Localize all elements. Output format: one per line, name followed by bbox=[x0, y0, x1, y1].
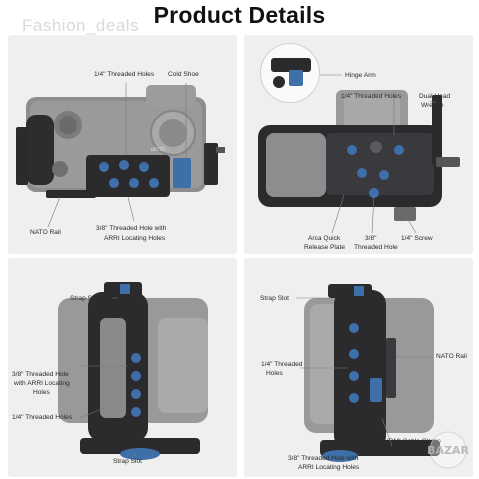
label-arca-line2: Release Plate bbox=[304, 244, 346, 251]
label-arri-hole-line2: ARRI Locating Holes bbox=[104, 235, 166, 242]
label-hdmi-clamp: HDMI Cable Clamp bbox=[384, 438, 441, 445]
hinge-arm-illustration bbox=[271, 58, 311, 88]
label-arca-line1: Arca Quick bbox=[308, 235, 341, 242]
watermark-text: Fashion_deals bbox=[22, 16, 140, 35]
camera-bottom-illustration bbox=[258, 74, 460, 234]
label-nato-rail: NATO Rail bbox=[30, 229, 61, 236]
label-nato-rail: NATO Rail bbox=[436, 353, 467, 360]
label-arri-line2: with ARRI Locating bbox=[14, 380, 70, 387]
camera-right-side-illustration bbox=[296, 284, 440, 462]
panel-left-side-view: Strap Slot 3/8" Threaded Hole with ARRI … bbox=[8, 258, 237, 477]
panel-right-side-view: Strap Slot 1/4" Threaded Holes NATO Rail… bbox=[244, 258, 473, 477]
label-quarter-screw: 1/4" Screw bbox=[401, 235, 433, 242]
seller-logo-icon: BAZAR bbox=[427, 431, 469, 469]
label-arri-hole-line1: 3/8" Threaded Hole with bbox=[96, 225, 167, 232]
label-threaded-line2: Holes bbox=[266, 370, 283, 377]
label-cold-shoe: Cold Shoe bbox=[168, 71, 199, 78]
label-threaded-holes: 1/4" Threaded Holes bbox=[94, 71, 155, 78]
hinge-arm-inset bbox=[260, 43, 320, 103]
camera-left-side-illustration bbox=[58, 282, 208, 460]
label-strap-slot-bottom: Strap Slot bbox=[113, 458, 142, 465]
label-arri-line1: 3/8" Threaded Hole with bbox=[288, 455, 359, 462]
label-threaded-holes: 1/4" Threaded Holes bbox=[12, 414, 73, 421]
label-wrench-line1: Dual Head bbox=[419, 93, 451, 100]
page-title: Product Details bbox=[153, 2, 326, 28]
label-wrench-line2: Wrench bbox=[421, 102, 444, 109]
label-strap-slot: Strap Slot bbox=[260, 295, 289, 302]
camera-model-text: α6700 bbox=[151, 147, 166, 153]
label-strap-slot-top: Strap Slot bbox=[70, 295, 99, 302]
label-arri-line3: Holes bbox=[33, 389, 50, 396]
label-hinge-arm: Hinge Arm bbox=[345, 72, 376, 79]
camera-front-illustration bbox=[16, 83, 225, 228]
panel-bottom-view: Hinge Arm 1/4" Threaded Holes Dual Head … bbox=[244, 35, 473, 254]
panel-front-view: 1/4" Threaded Holes Cold Shoe α6700 NATO… bbox=[8, 35, 237, 254]
label-38-line1: 3/8" bbox=[365, 235, 377, 242]
label-38-line2: Threaded Hole bbox=[354, 244, 398, 251]
label-threaded-line1: 1/4" Threaded bbox=[261, 361, 303, 368]
label-arri-line1: 3/8" Threaded Hole bbox=[12, 371, 69, 378]
svg-text:BAZAR: BAZAR bbox=[427, 444, 469, 457]
label-arri-line2: ARRI Locating Holes bbox=[298, 464, 360, 471]
label-threaded-holes: 1/4" Threaded Holes bbox=[341, 93, 402, 100]
